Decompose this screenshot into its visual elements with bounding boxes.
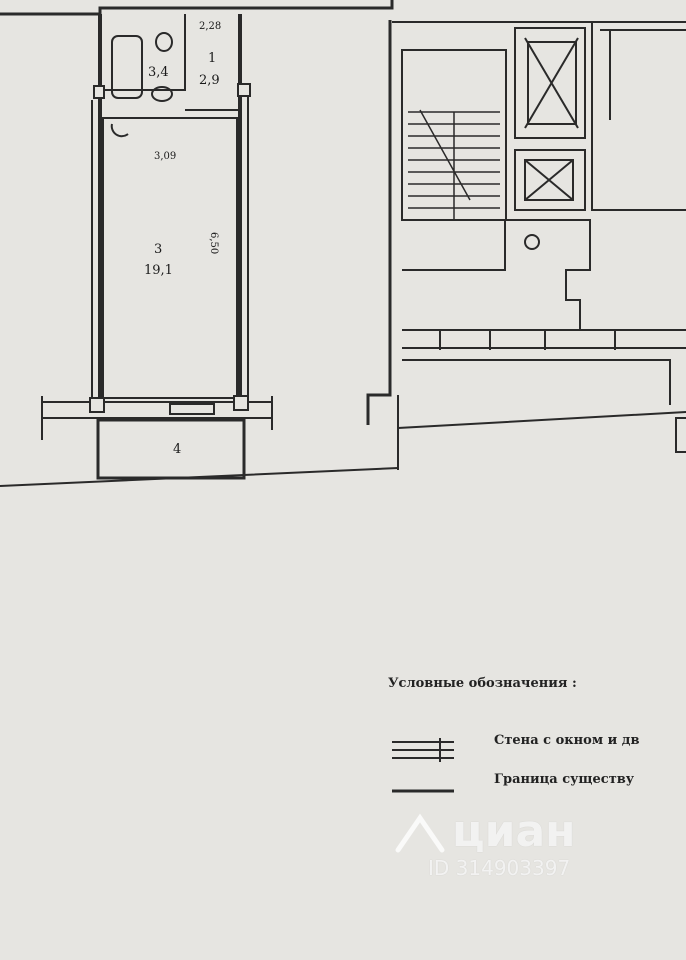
bath-partition <box>103 14 186 91</box>
legend-item-wall: Стена с окном и дв <box>494 733 640 748</box>
toilet-dimension: 2,28 <box>199 21 222 32</box>
room-3-length: 6,50 <box>208 232 219 255</box>
room-3-area: 19,1 <box>144 263 173 278</box>
chute-icon <box>524 234 540 250</box>
legend-title: Условные обозначения : <box>388 676 577 691</box>
bath-area: 3,4 <box>148 65 169 80</box>
top-wall <box>0 0 394 16</box>
elevator-shaft-2 <box>514 149 586 211</box>
cian-house-icon <box>395 813 445 853</box>
watermark-id: ID 314903397 <box>428 856 571 880</box>
corridor-wall <box>366 20 392 425</box>
balcony-outline <box>96 418 246 480</box>
building-base <box>0 411 686 487</box>
watermark-brand: циан <box>452 806 576 857</box>
room-1-number: 1 <box>208 51 217 66</box>
elevator-shaft-1 <box>514 27 586 139</box>
room-3-number: 3 <box>154 242 163 257</box>
balcony-number: 4 <box>173 442 182 457</box>
right-room-wall <box>591 22 686 211</box>
lobby-wall <box>505 219 686 331</box>
room-3-outline <box>102 117 238 399</box>
bathtub-icon <box>111 35 143 99</box>
room-3-width: 3,09 <box>154 151 177 162</box>
legend-item-border: Граница существу <box>494 772 635 787</box>
legend-wall-symbol <box>392 738 454 762</box>
room-1-area: 2,9 <box>199 73 220 88</box>
toilet-icon <box>151 86 173 102</box>
sink-icon <box>155 32 173 52</box>
